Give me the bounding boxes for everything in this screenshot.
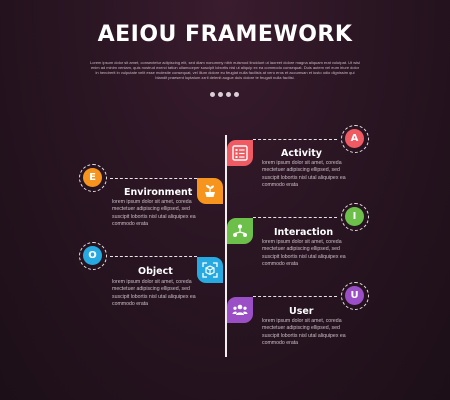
activity-heading: Activity xyxy=(281,148,322,159)
user-heading: User xyxy=(289,306,314,317)
interaction-connector xyxy=(253,217,337,218)
interaction-letter-badge: I xyxy=(341,203,369,231)
object-description: lorem ipsum dolor sit amet, coreda mecte… xyxy=(112,279,196,307)
letter-u: U xyxy=(345,286,364,305)
pager-dot xyxy=(234,92,239,97)
pager-dot xyxy=(210,92,215,97)
object-tab xyxy=(197,257,223,283)
timeline-spine xyxy=(225,135,227,357)
pager-dot xyxy=(218,92,223,97)
user-description: lorem ipsum dolor sit amet, coreda mecte… xyxy=(262,318,346,346)
letter-e: E xyxy=(83,168,102,187)
users-icon xyxy=(232,304,248,315)
pager-dot xyxy=(226,92,231,97)
environment-description: lorem ipsum dolor sit amet, coreda mecte… xyxy=(112,199,196,227)
network-icon xyxy=(233,224,247,237)
environment-letter-badge: E xyxy=(79,164,107,192)
interaction-tab xyxy=(227,218,253,244)
page-subtitle: Lorem ipsum dolor sit amet, consectetur … xyxy=(90,60,360,80)
interaction-description: lorem ipsum dolor sit amet, coreda mecte… xyxy=(262,239,346,267)
activity-description: lorem ipsum dolor sit amet, coreda mecte… xyxy=(262,160,346,188)
list-icon xyxy=(232,145,248,161)
object-connector xyxy=(110,256,197,257)
activity-letter-badge: A xyxy=(341,125,369,153)
object-letter-badge: O xyxy=(79,242,107,270)
letter-i: I xyxy=(345,207,364,226)
user-letter-badge: U xyxy=(341,282,369,310)
activity-connector xyxy=(253,139,337,140)
cube-scan-icon xyxy=(202,262,218,278)
letter-a: A xyxy=(345,129,364,148)
pager-dots xyxy=(210,92,240,97)
environment-tab xyxy=(197,178,223,204)
object-heading: Object xyxy=(138,266,173,277)
user-tab xyxy=(227,297,253,323)
activity-tab xyxy=(227,140,253,166)
letter-o: O xyxy=(83,246,102,265)
plant-icon xyxy=(205,185,215,197)
environment-heading: Environment xyxy=(124,187,193,198)
environment-connector xyxy=(110,178,197,179)
user-connector xyxy=(253,296,337,297)
page-title: AEIOU FRAMEWORK xyxy=(97,22,353,47)
interaction-heading: Interaction xyxy=(274,227,334,238)
